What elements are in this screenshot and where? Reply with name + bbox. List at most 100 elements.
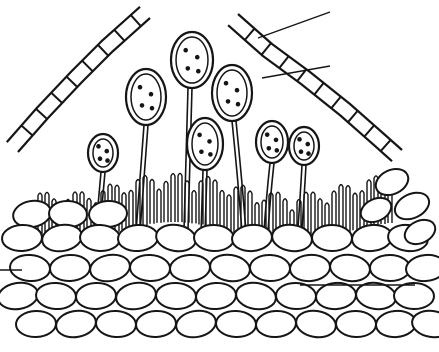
tissue-cell-20 [250,254,291,281]
paraphysis-25 [213,180,217,227]
tissue-cell-10 [270,222,313,253]
tissue-cell-18 [169,254,211,283]
pointer-line-wall [258,12,330,38]
spore-5-1 [274,138,279,143]
tissue-cell-30 [195,282,237,311]
spore-3-0 [197,133,202,138]
spore-6-2 [299,149,304,154]
right-wall-cell-wall-0 [245,29,255,40]
spore-5-0 [265,132,270,137]
paraphysis-17 [157,189,161,223]
spore-2-2 [226,99,231,104]
right-wall-cell-wall-8 [381,140,391,151]
tissue-cell-37 [54,308,98,340]
right-wall-cell-wall-4 [314,83,323,95]
spore-6-0 [297,137,302,142]
tissue-cell-23 [370,255,410,282]
spore-5-3 [275,148,280,153]
spore-4-1 [104,149,109,154]
paraphysis-44 [346,186,350,232]
tissue-cell-14 [9,254,51,283]
spore-0-3 [196,69,201,74]
spore-4-3 [105,158,110,163]
paraphysis-22 [192,191,196,224]
tissue-cell-3 [1,224,42,252]
tissue-cell-45 [375,309,417,338]
tissue-cell-27 [75,282,116,310]
tissue-cell-43 [294,308,338,340]
paraphysis-16 [150,179,154,223]
spore-1-3 [150,106,155,111]
spore-4-0 [96,144,101,149]
paraphysis-27 [227,195,231,231]
tissue-cell-16 [88,252,132,285]
left-wall-cell-wall-6 [114,30,124,41]
spore-3-3 [208,152,213,157]
tissue-cell-35 [394,283,434,310]
right-wall-cell-wall-1 [262,43,271,55]
host-tissue-cells [0,164,439,340]
spore-2-3 [236,102,241,107]
paraphysis-20 [178,173,182,222]
tissue-cell-32 [276,282,317,309]
left-wall-cell-wall-1 [36,109,47,119]
paraphysis-26 [220,191,224,230]
tissue-cell-22 [328,252,371,283]
left-wall-cell-wall-7 [131,15,141,26]
ascus-wall-1 [126,69,166,125]
left-wall-inner-edge [7,7,140,142]
tissue-cell-41 [215,310,256,338]
spore-6-3 [306,151,311,156]
tissue-cell-42 [255,310,297,339]
spore-1-2 [140,103,145,108]
tissue-cell-9 [231,223,273,252]
pointer-line-ascus [262,66,330,78]
tissue-cell-44 [336,310,377,337]
left-wall-cell-wall-4 [82,61,93,72]
ascus-wall-2 [212,65,252,121]
paraphysis-19 [171,174,175,222]
paraphysis-13 [129,190,133,228]
left-wall-cell-wall-5 [98,45,108,56]
tissue-cell-26 [35,282,77,311]
right-wall-cell-wall-2 [279,56,288,68]
tissue-cell-8 [194,224,235,251]
spore-0-1 [195,55,200,60]
left-wall-cell-wall-2 [51,93,62,103]
tissue-cell-46 [410,308,439,339]
spore-2-0 [224,81,229,86]
tissue-cell-38 [95,310,137,339]
spore-0-2 [186,66,191,71]
left-wall-cell-wall-0 [21,125,32,135]
tissue-cell-6 [117,224,159,253]
spore-3-1 [207,139,212,144]
tissue-cell-19 [208,252,252,284]
spore-1-0 [138,85,143,90]
right-wall-cell-wall-7 [364,125,374,136]
tissue-cell-21 [289,253,331,282]
tissue-cell-1 [48,200,87,228]
tissue-cell-24 [405,253,439,283]
tissue-cell-33 [315,281,357,310]
right-wall-cell-wall-6 [348,111,358,122]
tissue-cell-36 [16,310,57,337]
tissue-cell-29 [155,282,196,310]
right-wall-cell-wall-5 [331,97,341,109]
tissue-cell-40 [174,308,218,341]
tissue-cell-11 [312,225,352,252]
tissue-cell-right-2 [357,193,395,226]
spore-4-2 [98,156,103,161]
spore-2-1 [235,88,240,93]
spore-0-0 [183,48,188,53]
tissue-cell-25 [0,280,40,312]
spore-1-1 [149,92,154,97]
tissue-cell-15 [49,254,90,282]
spore-6-1 [305,142,310,147]
paraphysis-18 [164,181,168,222]
paraphysis-45 [353,193,357,230]
spore-3-2 [199,150,204,155]
spore-5-2 [267,146,272,151]
tissue-cell-17 [129,254,170,282]
tissue-cell-7 [154,222,198,254]
